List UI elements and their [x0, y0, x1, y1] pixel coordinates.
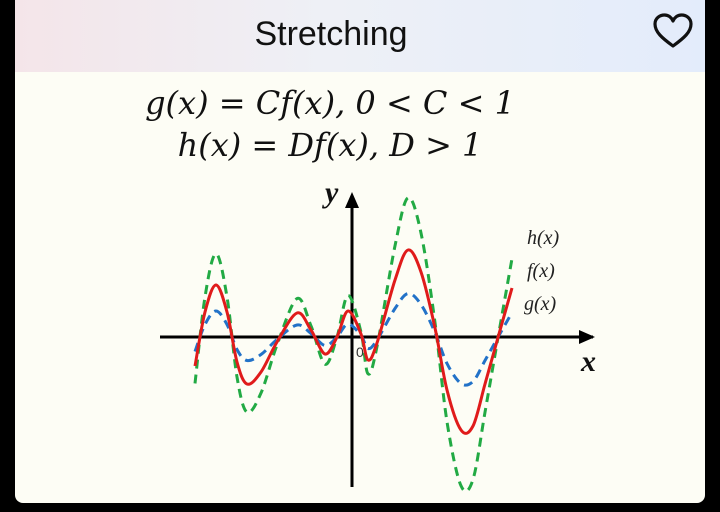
y-axis-label: y [322, 176, 339, 209]
x-axis-arrow [579, 330, 595, 344]
heart-outline-icon [653, 13, 693, 48]
stretching-figure: g(x) = Cf(x), 0 < C < 1 h(x) = Df(x), D … [15, 72, 705, 503]
header-bar: Stretching [15, 0, 705, 72]
curve-label-h: h(x) [527, 227, 560, 249]
curve-f [193, 248, 514, 435]
equation-h: h(x) = Df(x), D > 1 [178, 126, 483, 164]
curve-label-f: f(x) [527, 260, 555, 282]
content-card: Stretching g(x) = Cf(x), 0 < C < 1 h(x) … [15, 0, 705, 503]
origin-label: 0 [356, 344, 364, 360]
favorite-button[interactable] [652, 12, 694, 52]
x-axis-label: x [580, 345, 596, 378]
equation-g: g(x) = Cf(x), 0 < C < 1 [145, 84, 515, 122]
curve-g [193, 291, 514, 387]
page-title: Stretching [254, 15, 408, 53]
y-axis-arrow [345, 192, 359, 208]
curve-label-g: g(x) [524, 293, 557, 315]
